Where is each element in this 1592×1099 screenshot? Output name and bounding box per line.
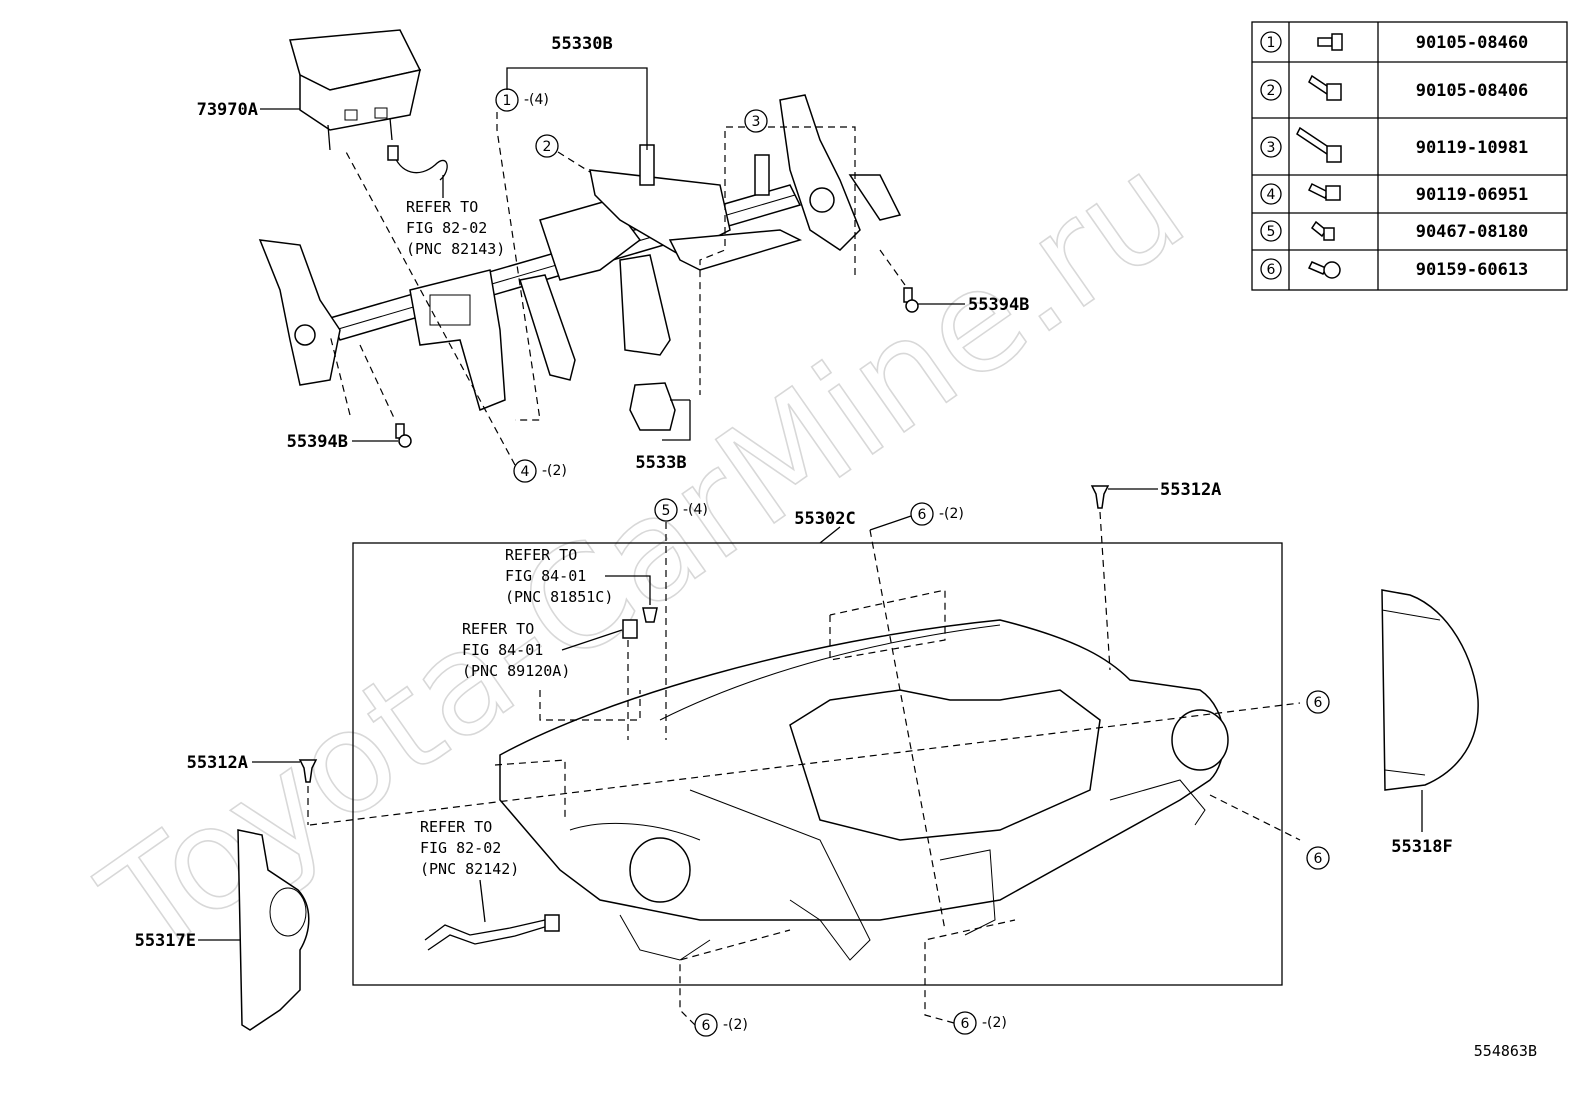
callout: 4 -(2) bbox=[513, 459, 567, 483]
part-label-55394B: 55394B bbox=[968, 295, 1029, 315]
screw-icon bbox=[1307, 261, 1341, 279]
part-number: 90159-60613 bbox=[1416, 260, 1529, 280]
part-label-55394B: 55394B bbox=[287, 432, 348, 452]
refer-line: (PNC 89120A) bbox=[462, 662, 570, 680]
refer-line: REFER TO bbox=[505, 546, 577, 564]
part-label-55312A: 55312A bbox=[187, 753, 248, 773]
table-row: 2 90105-08406 bbox=[1260, 74, 1529, 101]
callout-number: 3 bbox=[752, 114, 761, 130]
row-number: 1 bbox=[1267, 35, 1276, 51]
refer-line: FIG 84-01 bbox=[462, 641, 543, 659]
refer-line: REFER TO bbox=[420, 818, 492, 836]
part-label-5533B: 5533B bbox=[635, 453, 686, 473]
refer-note: REFER TO FIG 84-01 (PNC 81851C) bbox=[505, 546, 613, 606]
callout-qty: -(2) bbox=[939, 506, 964, 522]
wire-harness bbox=[387, 145, 448, 181]
refer-note: REFER TO FIG 82-02 (PNC 82142) bbox=[420, 818, 519, 878]
callout-number: 6 bbox=[1314, 695, 1323, 711]
row-number: 2 bbox=[1267, 83, 1276, 99]
refer-line: REFER TO bbox=[406, 198, 478, 216]
side-panel-55317E bbox=[237, 829, 310, 1031]
callout: 5 -(4) bbox=[654, 498, 708, 522]
clip-icon bbox=[1310, 220, 1335, 241]
callout: 1 -(4) bbox=[495, 88, 549, 112]
table-row: 1 90105-08460 bbox=[1260, 31, 1529, 53]
connector-81851C bbox=[642, 607, 658, 623]
part-number: 90467-08180 bbox=[1416, 222, 1529, 242]
callout: 6 -(2) bbox=[953, 1011, 1007, 1035]
refer-note: REFER TO FIG 82-02 (PNC 82143) bbox=[406, 198, 505, 258]
hex-bolt-icon bbox=[1308, 74, 1342, 101]
refer-line: (PNC 82143) bbox=[406, 240, 505, 258]
instrument-panel-reinforcement bbox=[258, 94, 902, 412]
table-row: 5 90467-08180 bbox=[1260, 220, 1529, 242]
side-panel-55318F bbox=[1381, 589, 1479, 791]
refer-line: REFER TO bbox=[462, 620, 534, 638]
part-number: 90119-10981 bbox=[1416, 138, 1529, 158]
refer-line: FIG 82-02 bbox=[420, 839, 501, 857]
table-row: 6 90159-60613 bbox=[1260, 258, 1529, 280]
bracket-5533B bbox=[629, 382, 690, 431]
callout: 6 -(2) bbox=[910, 502, 964, 526]
instrument-panel bbox=[499, 619, 1229, 961]
callout: 6 -(2) bbox=[694, 1013, 748, 1037]
part-number: 90105-08406 bbox=[1416, 81, 1529, 101]
refer-line: FIG 82-02 bbox=[406, 219, 487, 237]
callout-number: 6 bbox=[961, 1016, 970, 1032]
refer-line: (PNC 81851C) bbox=[505, 588, 613, 606]
part-label-55302C: 55302C bbox=[794, 509, 855, 529]
callout-number: 2 bbox=[543, 139, 552, 155]
part-label-55317E: 55317E bbox=[135, 931, 196, 951]
part-label-55312A: 55312A bbox=[1160, 480, 1221, 500]
refer-line: FIG 84-01 bbox=[505, 567, 586, 585]
callout-qty: -(4) bbox=[683, 502, 708, 518]
bolt-55394B bbox=[903, 287, 919, 313]
callout-number: 6 bbox=[702, 1018, 711, 1034]
callout-number: 5 bbox=[662, 503, 671, 519]
airbag-assembly bbox=[289, 29, 422, 151]
callout-number: 6 bbox=[1314, 851, 1323, 867]
callout-number: 6 bbox=[918, 507, 927, 523]
callout: 6 bbox=[1306, 846, 1330, 870]
flange-bolt-icon bbox=[1317, 33, 1343, 51]
panel-group-box bbox=[352, 542, 1283, 986]
callout-qty: -(4) bbox=[524, 92, 549, 108]
part-number: 90105-08460 bbox=[1416, 33, 1529, 53]
clip-55312A bbox=[1090, 485, 1110, 509]
part-label-55330B: 55330B bbox=[551, 34, 612, 54]
part-number: 90119-06951 bbox=[1416, 185, 1529, 205]
refer-note: REFER TO FIG 84-01 (PNC 89120A) bbox=[462, 620, 570, 680]
row-number: 3 bbox=[1267, 140, 1276, 156]
fastener-table: 1 90105-08460 2 90105-08406 3 bbox=[1251, 21, 1568, 291]
long-bolt-icon bbox=[1296, 126, 1342, 163]
callout-number: 1 bbox=[503, 93, 512, 109]
callout: 6 bbox=[1306, 690, 1330, 714]
callout-qty: -(2) bbox=[723, 1017, 748, 1033]
table-row: 3 90119-10981 bbox=[1260, 126, 1529, 163]
table-row: 4 90119-06951 bbox=[1260, 182, 1529, 205]
wire-harness bbox=[424, 914, 560, 951]
clip-55312A bbox=[298, 759, 318, 783]
refer-line: (PNC 82142) bbox=[420, 860, 519, 878]
bolt-icon bbox=[1307, 182, 1341, 201]
diagram-id: 554863B bbox=[1474, 1042, 1537, 1060]
callout-qty: -(2) bbox=[542, 463, 567, 479]
connector-89120A bbox=[622, 619, 638, 639]
part-label-73970A: 73970A bbox=[197, 100, 258, 120]
callout: 3 bbox=[744, 109, 768, 133]
callout-qty: -(2) bbox=[982, 1015, 1007, 1031]
callout-number: 4 bbox=[521, 464, 530, 480]
row-number: 5 bbox=[1267, 224, 1276, 240]
row-number: 6 bbox=[1267, 262, 1276, 278]
row-number: 4 bbox=[1267, 187, 1276, 203]
part-label-55318F: 55318F bbox=[1391, 837, 1452, 857]
bolt-55394B bbox=[395, 423, 412, 448]
callout: 2 bbox=[535, 134, 559, 158]
